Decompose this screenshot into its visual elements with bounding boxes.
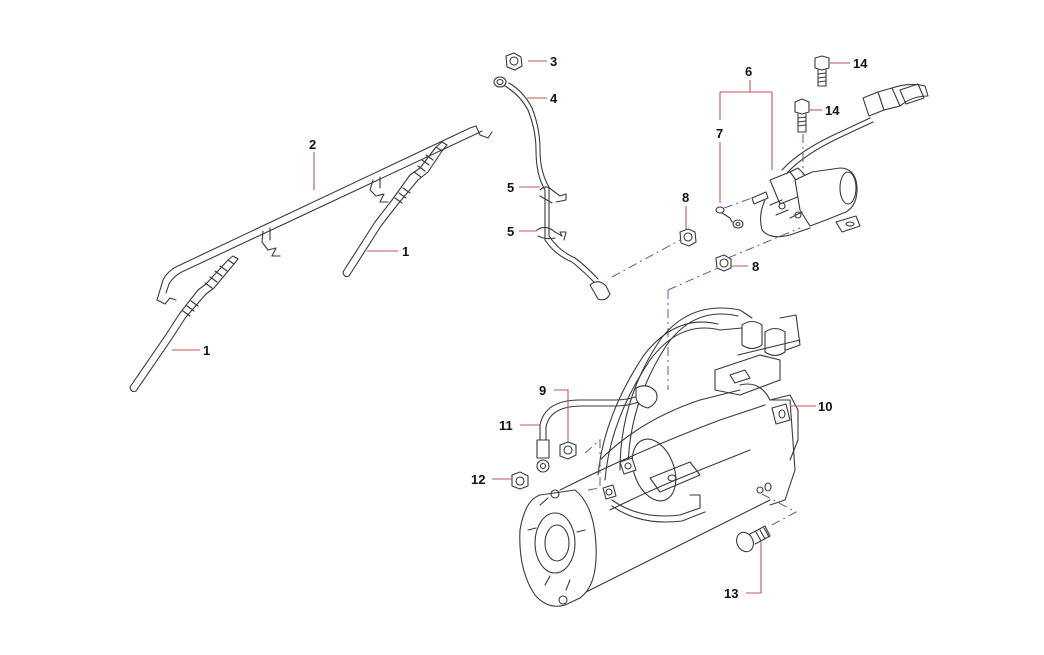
callout-4: 4 <box>550 91 558 106</box>
callout-8: 8 <box>752 259 759 274</box>
callout-3: 3 <box>550 54 557 69</box>
callout-7: 7 <box>716 126 723 141</box>
bolt-lower <box>794 98 822 133</box>
nut-starter <box>554 389 577 460</box>
callout-9: 9 <box>539 383 546 398</box>
battery-cable <box>520 385 658 473</box>
leader-6-7 <box>719 80 773 203</box>
nut-left <box>679 206 697 247</box>
callout-5: 5 <box>507 180 514 195</box>
glow-plug-wiring-harness <box>156 125 493 305</box>
callout-5: 5 <box>507 224 514 239</box>
assembly-line <box>611 239 681 278</box>
nut-bottom <box>492 471 529 490</box>
nut-top <box>505 52 547 71</box>
glow-plug-right <box>342 141 448 278</box>
callout-14: 14 <box>853 56 868 71</box>
assembly-line <box>584 438 601 490</box>
starter-bolt <box>736 525 771 594</box>
callout-10: 10 <box>818 399 832 414</box>
relay-connector <box>862 83 929 117</box>
starter-motor <box>519 307 816 607</box>
ring-terminal <box>715 206 744 229</box>
assembly-line <box>761 493 798 527</box>
cable-clip-upper <box>519 186 567 204</box>
cable-clip-lower <box>519 226 567 241</box>
callout-2: 2 <box>309 137 316 152</box>
callout-8: 8 <box>682 190 689 205</box>
callout-1: 1 <box>203 343 210 358</box>
glow-plug-relay <box>751 117 874 238</box>
assembly-line <box>723 197 753 209</box>
assembly-line <box>587 487 601 491</box>
assembly-line <box>667 267 719 291</box>
ground-cable <box>493 76 611 301</box>
callout-1: 1 <box>402 244 409 259</box>
callout-13: 13 <box>724 586 738 601</box>
bolt-upper <box>814 55 850 87</box>
nut-right <box>715 254 748 272</box>
callout-12: 12 <box>471 472 485 487</box>
assembly-line <box>727 227 801 259</box>
callout-14: 14 <box>825 103 840 118</box>
callout-11: 11 <box>499 418 513 433</box>
glow-plug-left <box>129 255 239 393</box>
callout-6: 6 <box>745 64 752 79</box>
